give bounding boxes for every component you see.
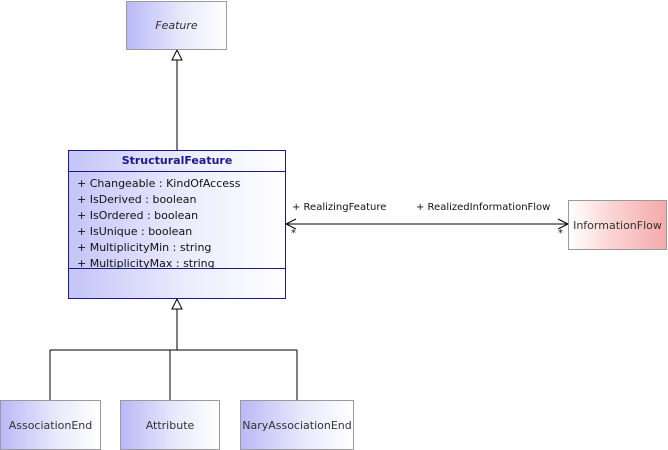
class-feature-name: Feature bbox=[155, 19, 198, 32]
class-nary-association-end[interactable]: NaryAssociationEnd bbox=[240, 400, 354, 450]
class-feature[interactable]: Feature bbox=[126, 1, 227, 50]
attribute-compartment: + Changeable : KindOfAccess + IsDerived … bbox=[69, 172, 285, 269]
class-information-flow[interactable]: InformationFlow bbox=[568, 200, 667, 250]
class-attribute-name: Attribute bbox=[145, 418, 195, 432]
attribute-row: + MultiplicityMax : string bbox=[77, 257, 215, 269]
attribute-row: + IsOrdered : boolean bbox=[77, 209, 199, 222]
attribute-row: + IsUnique : boolean bbox=[77, 225, 193, 238]
class-structural-feature[interactable]: StructuralFeature + Changeable : KindOfA… bbox=[68, 150, 286, 299]
class-nary-association-end-name: NaryAssociationEnd bbox=[242, 418, 352, 432]
association-left-role: + RealizingFeature bbox=[292, 202, 387, 213]
class-information-flow-name: InformationFlow bbox=[573, 218, 662, 232]
association-right-multiplicity: * bbox=[558, 228, 563, 239]
attribute-row: + IsDerived : boolean bbox=[77, 193, 197, 206]
attribute-row: + Changeable : KindOfAccess bbox=[77, 177, 241, 190]
attribute-row: + MultiplicityMin : string bbox=[77, 241, 212, 254]
generalization-arrowhead-feature bbox=[171, 48, 183, 61]
association-right-role: + RealizedInformationFlow bbox=[416, 202, 551, 213]
association-left-multiplicity: * bbox=[291, 228, 296, 239]
generalization-arrowhead-structural bbox=[171, 297, 183, 310]
association-arrow-left bbox=[284, 218, 297, 230]
class-attribute[interactable]: Attribute bbox=[120, 400, 220, 450]
class-structural-feature-name: StructuralFeature bbox=[69, 151, 285, 172]
class-association-end[interactable]: AssociationEnd bbox=[0, 400, 101, 450]
class-association-end-name: AssociationEnd bbox=[8, 418, 93, 432]
